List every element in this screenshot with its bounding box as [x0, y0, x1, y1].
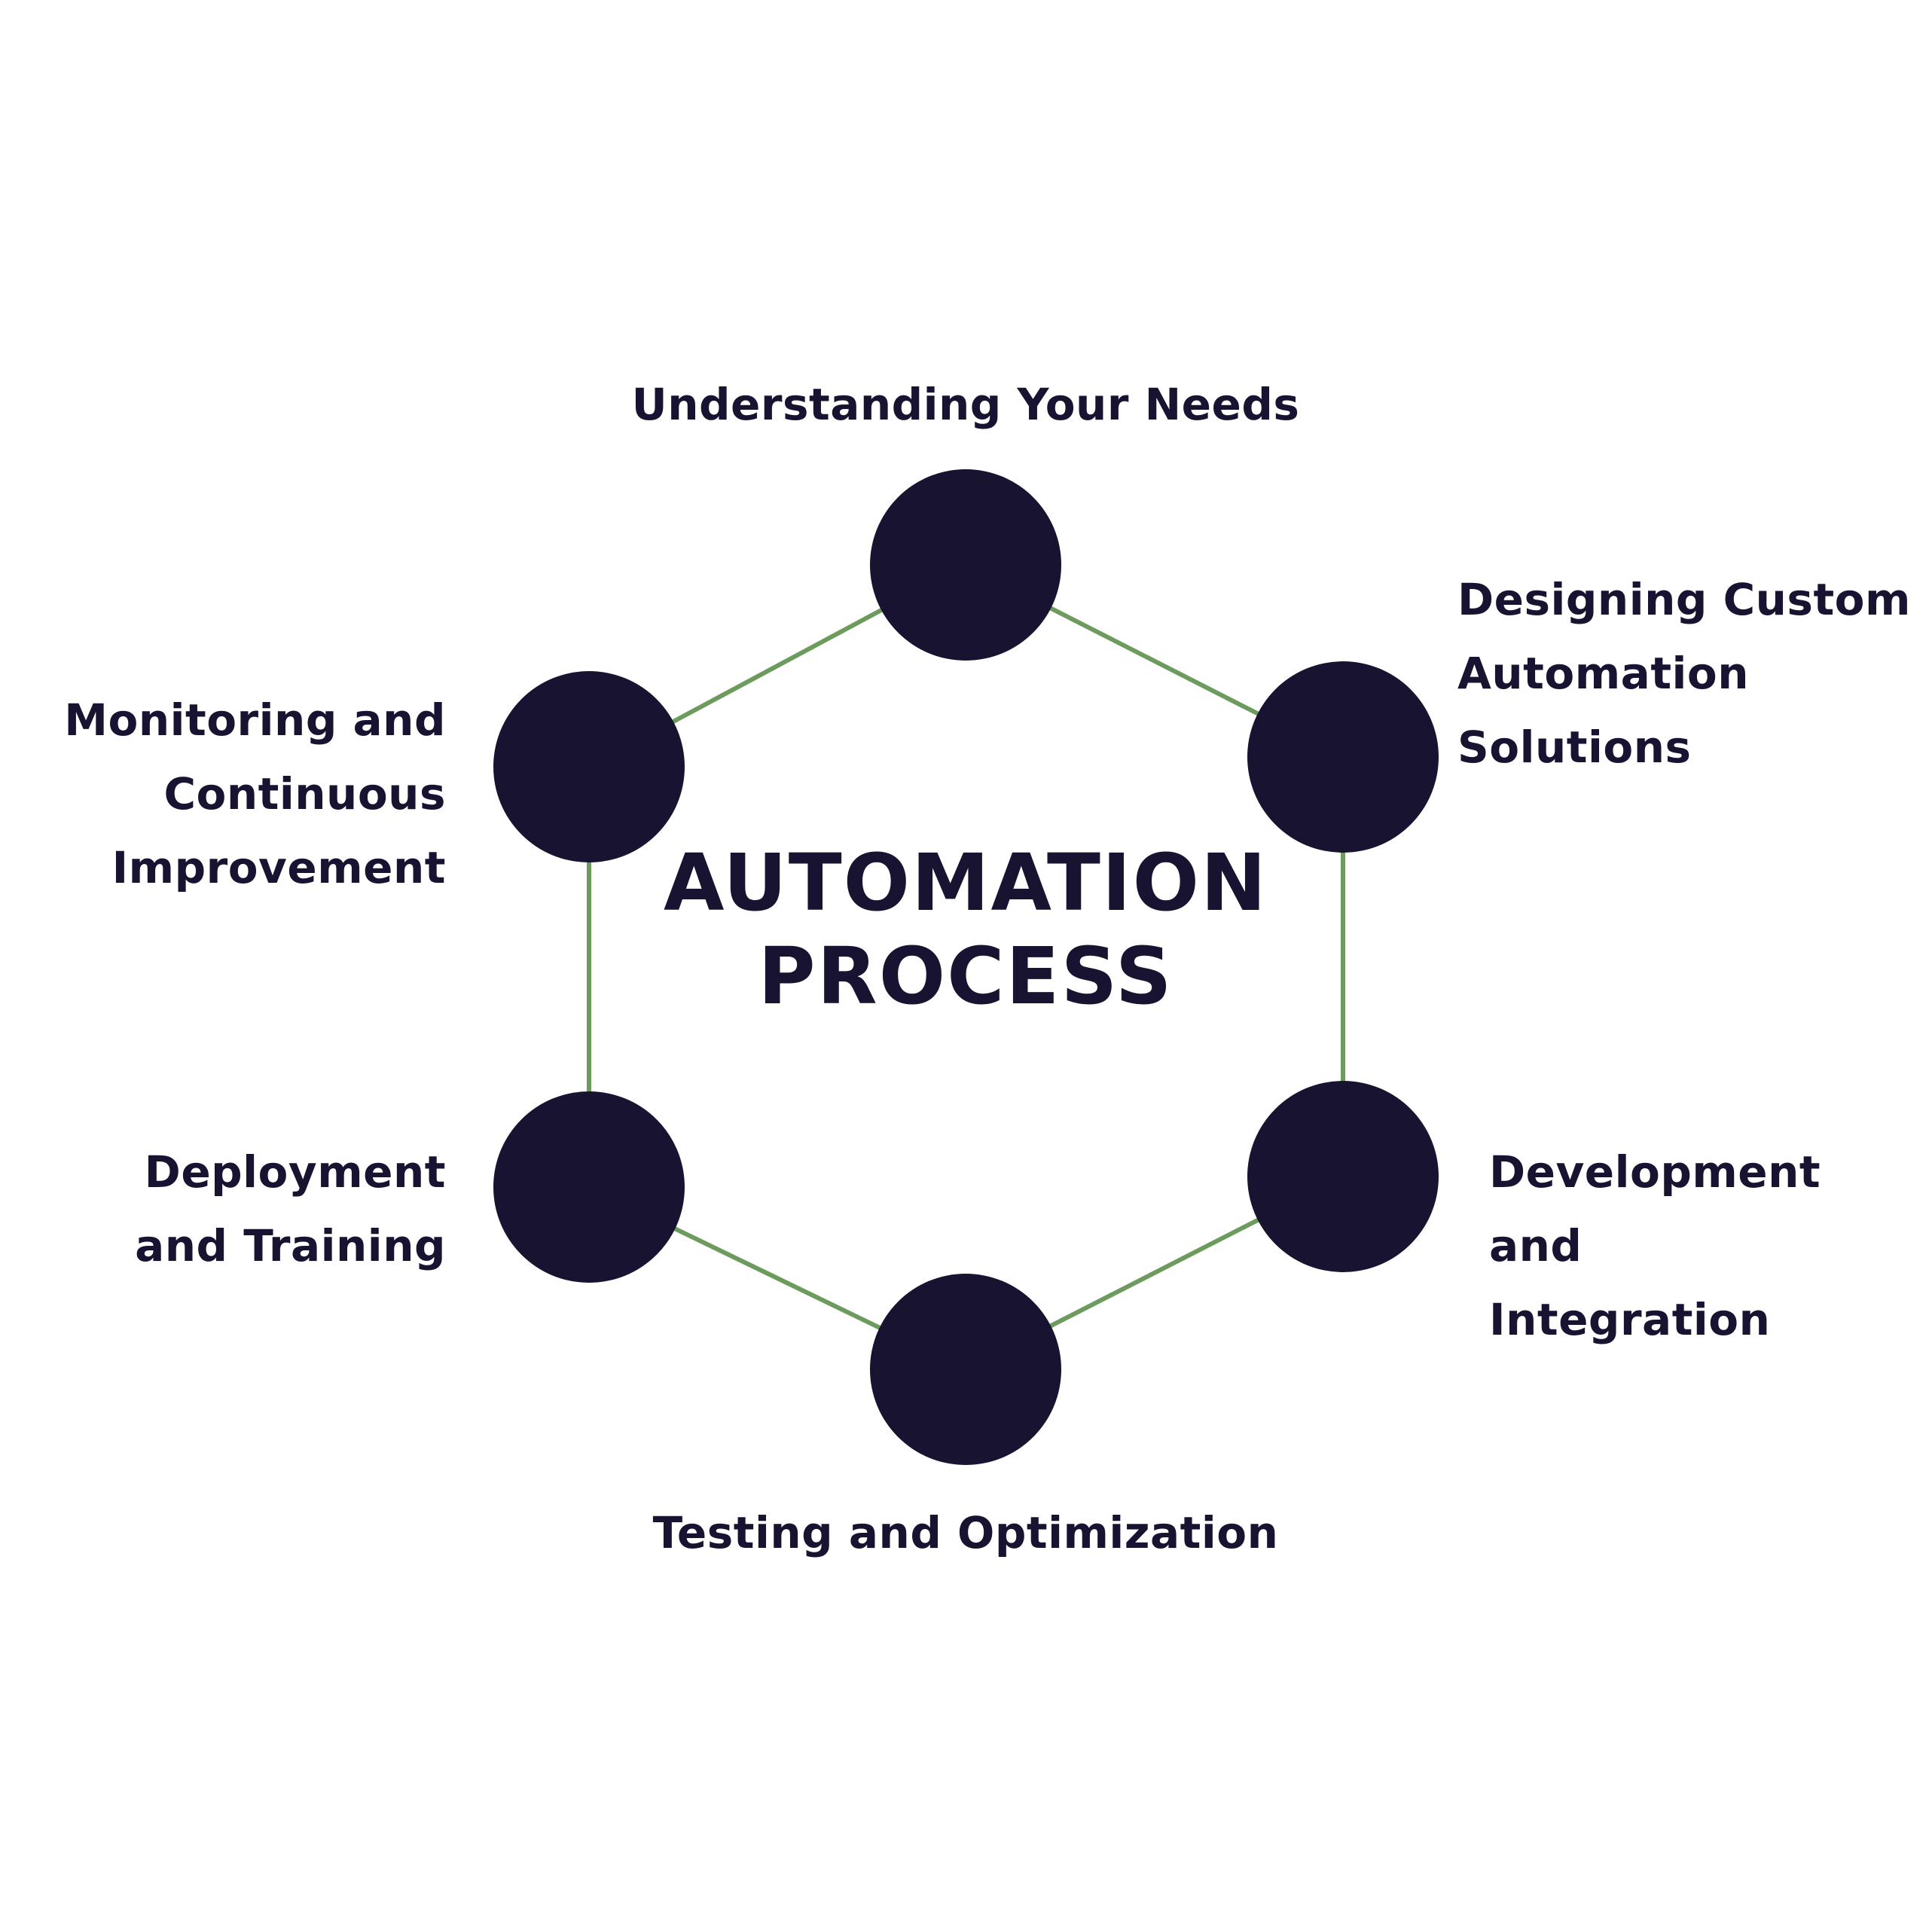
step-node-development — [1247, 1081, 1439, 1272]
step-label-line: and Training — [135, 1220, 446, 1271]
step-label-line: Solutions — [1457, 722, 1692, 773]
step-label-line: and — [1489, 1220, 1583, 1271]
step-label-understanding: Understanding Your Needs — [589, 368, 1342, 441]
step-label-line: Designing Custom — [1457, 574, 1911, 625]
step-label-line: Deployment — [144, 1146, 446, 1198]
step-label-deployment: Deployment and Training — [45, 1135, 446, 1283]
step-label-line: Integration — [1489, 1294, 1771, 1345]
center-title-line-2: PROCESS — [758, 930, 1174, 1022]
step-label-line: Understanding Your Needs — [631, 379, 1300, 430]
step-label-line: Testing and Optimization — [652, 1507, 1279, 1558]
step-node-understanding — [870, 469, 1061, 661]
step-label-monitoring: Monitoring and Continuous Improvement — [45, 683, 446, 905]
step-label-line: Continuous — [163, 768, 446, 819]
step-label-testing: Testing and Optimization — [589, 1496, 1342, 1570]
step-label-line: Monitoring and — [64, 694, 446, 746]
diagram-center-title: AUTOMATION PROCESS — [589, 836, 1342, 1023]
step-node-deployment — [493, 1091, 685, 1283]
step-node-testing — [870, 1274, 1061, 1465]
center-title-line-1: AUTOMATION — [663, 837, 1268, 929]
step-label-line: Automation — [1457, 648, 1750, 699]
step-label-line: Improvement — [111, 842, 446, 893]
step-node-monitoring — [493, 671, 685, 862]
step-label-designing: Designing Custom Automation Solutions — [1457, 563, 1911, 784]
step-label-development: Development and Integration — [1489, 1135, 1821, 1357]
step-label-line: Development — [1489, 1146, 1821, 1198]
step-node-designing — [1247, 661, 1439, 853]
